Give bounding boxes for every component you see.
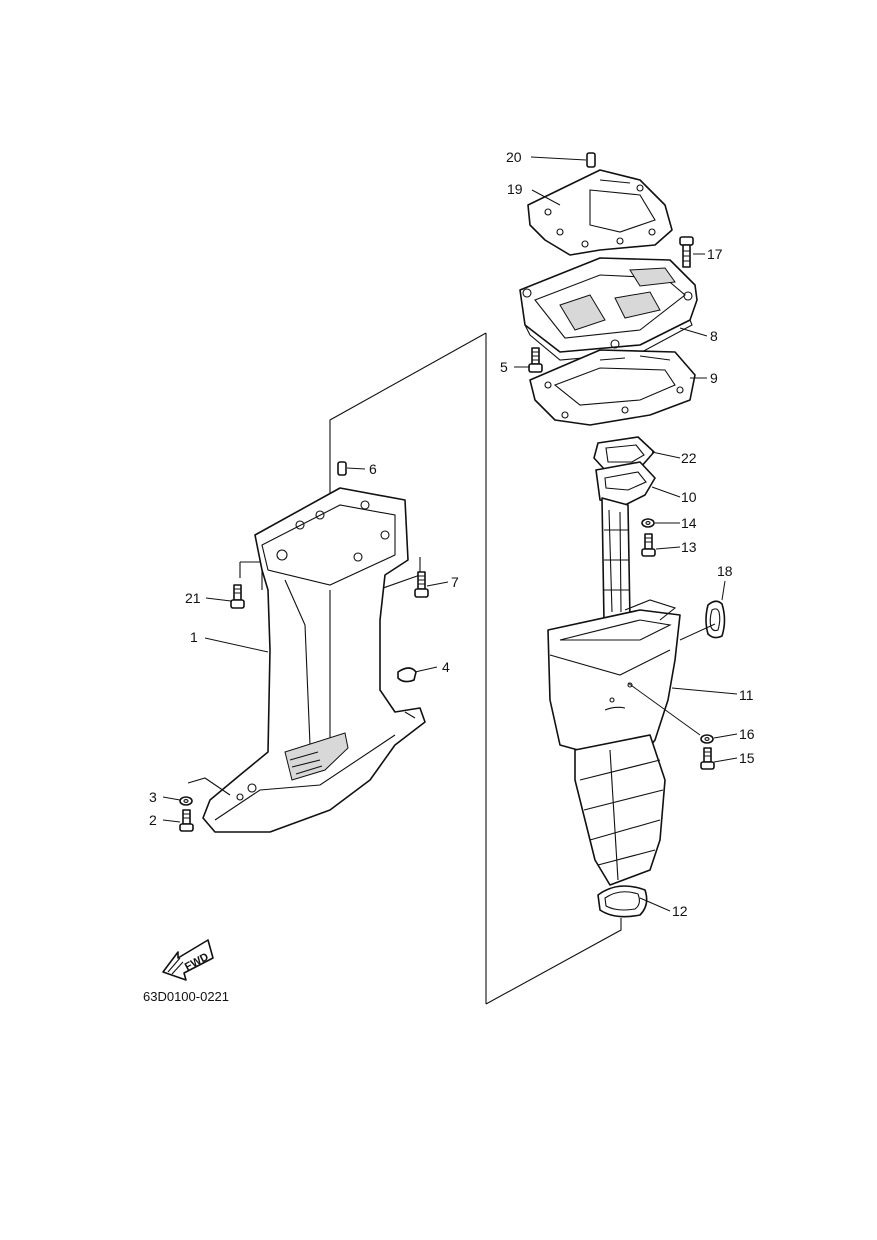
frame-lines	[239, 332, 622, 1005]
fwd-arrow-icon: FWD	[162, 939, 214, 981]
bolt-17	[679, 236, 694, 268]
callout-17: 17	[707, 246, 723, 262]
callout-4: 4	[442, 659, 450, 675]
dowel-pin-20	[586, 152, 596, 168]
dowel-pin-6	[337, 461, 347, 476]
callout-2: 2	[149, 812, 157, 828]
seal-18	[705, 600, 726, 639]
washer-14	[641, 518, 655, 528]
callout-14: 14	[681, 515, 697, 531]
bolt-15	[700, 747, 715, 770]
callout-16: 16	[739, 726, 755, 742]
washer-3	[179, 796, 193, 806]
callout-13: 13	[681, 539, 697, 555]
exhaust-guide-10	[595, 461, 656, 623]
bolt-13	[641, 533, 656, 557]
callout-12: 12	[672, 903, 688, 919]
callouts: 20 19 17 8 5 9 22 10 14 13 18 11 16 15 1…	[149, 149, 755, 919]
cap-4	[397, 667, 417, 683]
callout-9: 9	[710, 370, 718, 386]
callout-7: 7	[451, 574, 459, 590]
callout-20: 20	[506, 149, 522, 165]
callout-3: 3	[149, 789, 157, 805]
upper-plate-8	[519, 257, 698, 361]
bolt-7	[414, 571, 429, 598]
callout-22: 22	[681, 450, 697, 466]
gasket-9	[529, 349, 696, 426]
callout-10: 10	[681, 489, 697, 505]
callout-5: 5	[500, 359, 508, 375]
washer-16	[700, 734, 714, 744]
callout-15: 15	[739, 750, 755, 766]
callout-1: 1	[190, 629, 198, 645]
callout-19: 19	[507, 181, 523, 197]
seal-ring-12	[597, 885, 648, 918]
upper-casing-1	[187, 487, 426, 833]
callout-11: 11	[739, 687, 754, 703]
gasket-19	[527, 169, 673, 256]
callout-21: 21	[185, 590, 201, 606]
callout-18: 18	[717, 563, 733, 579]
callout-8: 8	[710, 328, 718, 344]
muffler-11	[547, 599, 681, 886]
bolt-2	[179, 809, 194, 832]
bolt-5	[528, 347, 543, 373]
bolt-21	[230, 584, 245, 609]
callout-6: 6	[369, 461, 377, 477]
diagram-code: 63D0100-0221	[143, 989, 229, 1004]
leader-lines	[162, 156, 738, 912]
